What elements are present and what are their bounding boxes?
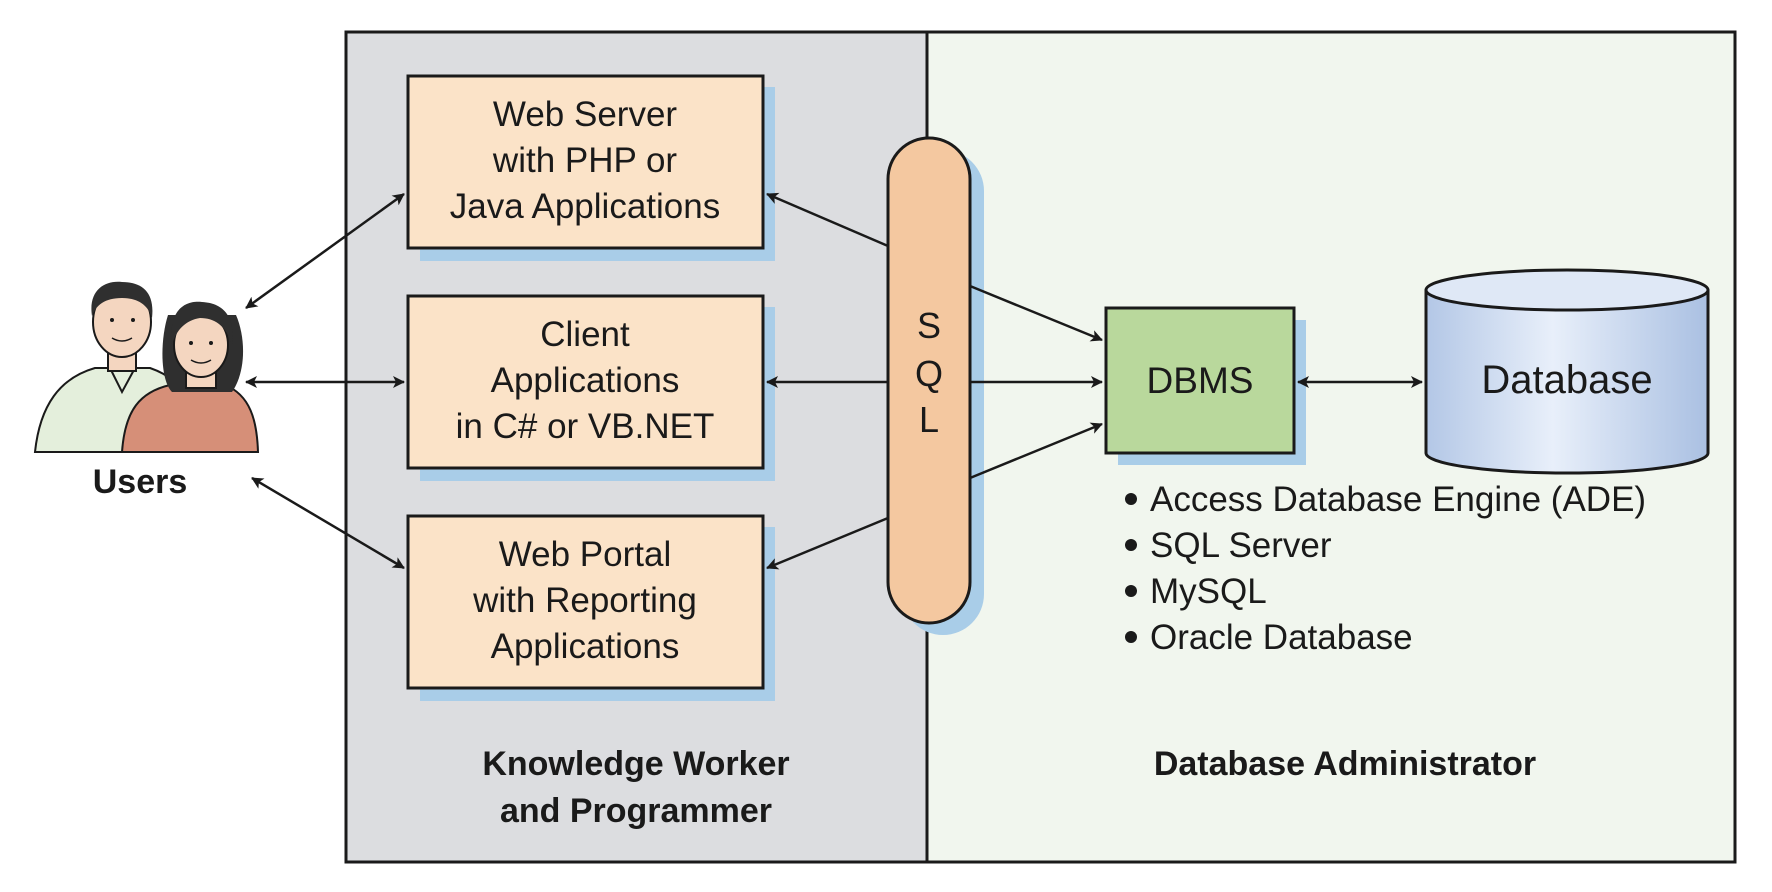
web-server-line-3: Java Applications: [450, 187, 720, 226]
knowledge-worker-caption-line-1: Knowledge Worker: [482, 745, 789, 783]
users-icon: [33, 281, 260, 453]
web-portal-line-3: Applications: [491, 627, 680, 666]
database-cylinder-icon: Database: [1424, 268, 1710, 475]
web-server-line-1: Web Server: [493, 95, 677, 134]
knowledge-worker-caption-line-2: and Programmer: [500, 792, 772, 830]
sql-letter-q: Q: [915, 353, 943, 394]
list-item: Access Database Engine (ADE): [1150, 480, 1646, 519]
arrow-sql-web-portal: [766, 516, 889, 570]
database-label: Database: [1481, 358, 1652, 402]
dbms-box: DBMS: [1104, 306, 1296, 455]
web-portal-box: Web Portal with Reporting Applications: [406, 514, 765, 690]
web-portal-line-1: Web Portal: [499, 535, 672, 574]
arrow-sql-dbms-lower: [969, 422, 1103, 480]
client-apps-line-3: in C# or VB.NET: [456, 407, 715, 446]
list-item: MySQL: [1150, 572, 1267, 611]
client-applications-box: Client Applications in C# or VB.NET: [406, 294, 765, 470]
arrow-sql-web-server: [766, 192, 889, 248]
users-label: Users: [93, 463, 188, 501]
arrow-users-web-server: [245, 192, 405, 310]
sql-pill: S Q L: [886, 136, 972, 625]
connector-arrows: [245, 192, 1423, 570]
sql-letter-s: S: [917, 305, 941, 346]
arrow-sql-dbms-upper: [969, 284, 1103, 342]
sql-letter-l: L: [919, 399, 939, 440]
dbms-label: DBMS: [1147, 360, 1254, 401]
list-item: Oracle Database: [1150, 618, 1413, 657]
dbms-product-list: Access Database Engine (ADE) SQL Server …: [1125, 480, 1646, 657]
web-portal-line-2: with Reporting: [472, 581, 697, 620]
client-apps-line-2: Applications: [491, 361, 680, 400]
arrow-users-web-portal: [251, 476, 405, 570]
client-apps-line-1: Client: [540, 315, 630, 354]
list-item: SQL Server: [1150, 526, 1332, 565]
database-administrator-caption: Database Administrator: [1154, 745, 1536, 783]
web-server-line-2: with PHP or: [492, 141, 677, 180]
web-server-box: Web Server with PHP or Java Applications: [406, 74, 765, 250]
